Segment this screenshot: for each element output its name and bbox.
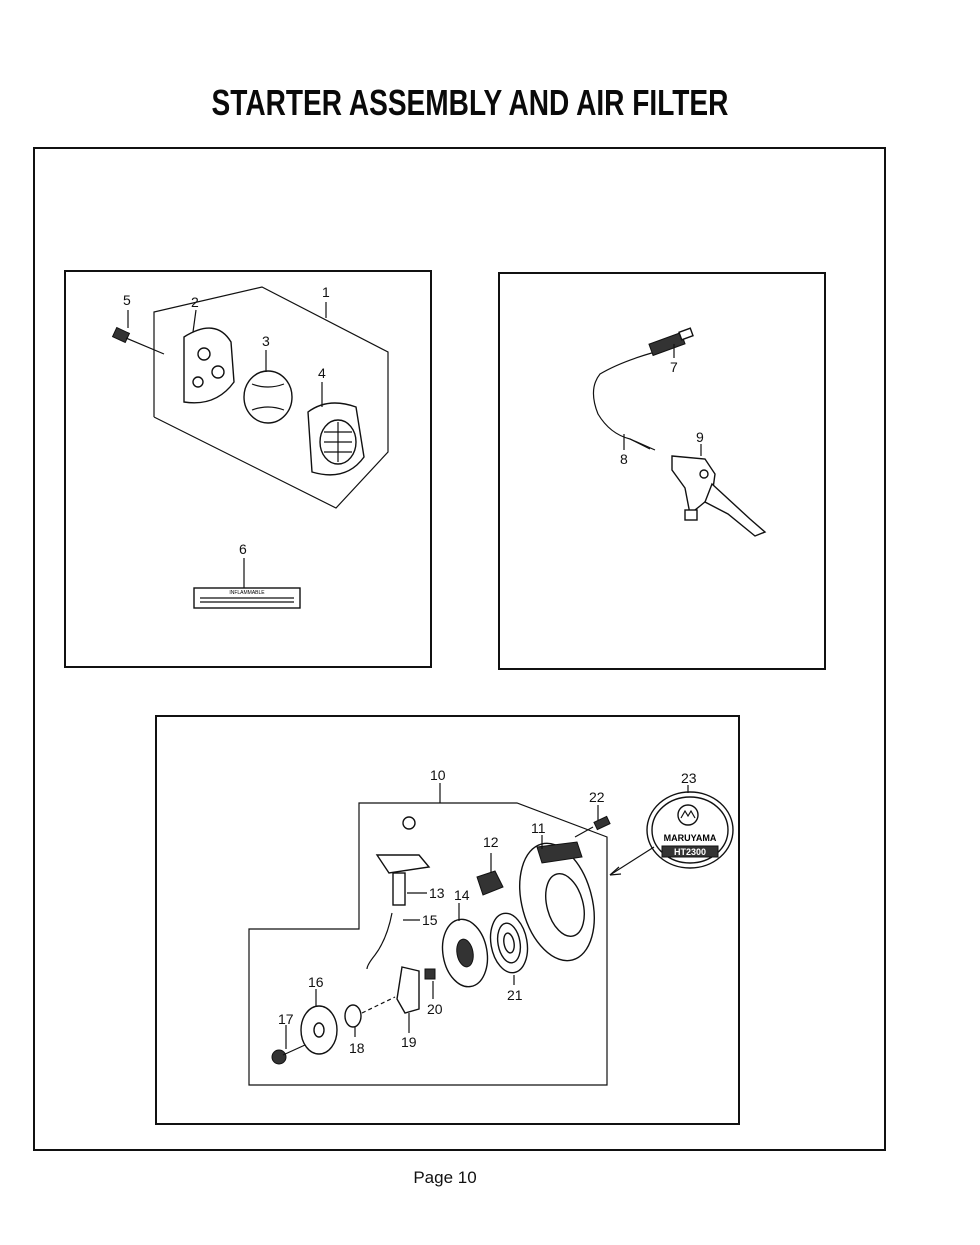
label-text: INFLAMMABLE bbox=[229, 590, 265, 596]
callout-1: 1 bbox=[322, 284, 330, 300]
air-filter-diagram: INFLAMMABLE 1 2 3 4 5 6 bbox=[111, 284, 389, 609]
diagram-frame bbox=[33, 147, 886, 1151]
throttle-cable-part bbox=[592, 351, 656, 451]
center-bolt-part bbox=[271, 1044, 306, 1065]
callout-17: 17 bbox=[278, 1011, 294, 1027]
page-number: Page 10 bbox=[413, 1168, 477, 1187]
callout-9: 9 bbox=[696, 429, 704, 445]
callout-16: 16 bbox=[308, 974, 324, 990]
page-title: STARTER ASSEMBLY AND AIR FILTER bbox=[211, 82, 729, 123]
filter-cover-back-part bbox=[183, 327, 235, 404]
air-filter-panel: INFLAMMABLE 1 2 3 4 5 6 bbox=[64, 270, 432, 668]
throttle-diagram: 7 8 9 bbox=[592, 327, 767, 537]
filter-cover-part bbox=[307, 402, 365, 476]
cable-connector-part bbox=[648, 327, 694, 357]
callout-6: 6 bbox=[239, 541, 247, 557]
recoil-spring-part bbox=[489, 912, 529, 974]
callout-20: 20 bbox=[427, 1001, 443, 1017]
callout-2: 2 bbox=[191, 294, 199, 310]
callout-19: 19 bbox=[401, 1034, 417, 1050]
starter-diagram: MARUYAMA HT2300 10 11 12 13 14 15 16 17 … bbox=[248, 767, 734, 1086]
callout-5: 5 bbox=[123, 292, 131, 308]
callout-8: 8 bbox=[620, 451, 628, 467]
callout-3: 3 bbox=[262, 333, 270, 349]
pawl-part bbox=[476, 870, 504, 896]
starter-panel: MARUYAMA HT2300 10 11 12 13 14 15 16 17 … bbox=[155, 715, 740, 1125]
starter-handle-part bbox=[375, 816, 431, 906]
starter-rope-part bbox=[366, 912, 393, 970]
bolt-part bbox=[111, 326, 165, 355]
callout-23: 23 bbox=[681, 770, 697, 786]
throttle-panel: 7 8 9 bbox=[498, 272, 826, 670]
callout-14: 14 bbox=[454, 887, 470, 903]
housing-screw-part bbox=[574, 815, 611, 838]
emblem-model: HT2300 bbox=[674, 847, 706, 857]
callout-22: 22 bbox=[589, 789, 605, 805]
callout-4: 4 bbox=[318, 365, 326, 381]
callout-10: 10 bbox=[430, 767, 446, 783]
washer-part bbox=[344, 1004, 362, 1028]
filter-element-part bbox=[243, 370, 293, 424]
callout-21: 21 bbox=[507, 987, 523, 1003]
starter-housing-part bbox=[519, 841, 595, 962]
throttle-lever-part bbox=[671, 455, 767, 537]
ratchet-spring-part bbox=[424, 968, 436, 980]
ratchet-part bbox=[396, 966, 420, 1014]
callout-12: 12 bbox=[483, 834, 499, 850]
callout-18: 18 bbox=[349, 1040, 365, 1056]
pulley-part bbox=[441, 918, 489, 988]
retainer-plate-part bbox=[300, 1005, 338, 1055]
callout-11: 11 bbox=[531, 820, 546, 836]
brand-emblem-part: MARUYAMA HT2300 bbox=[646, 791, 734, 869]
callout-7: 7 bbox=[670, 359, 678, 375]
warning-label-part: INFLAMMABLE bbox=[193, 587, 301, 609]
callout-13: 13 bbox=[429, 885, 445, 901]
callout-15: 15 bbox=[422, 912, 438, 928]
emblem-brand: MARUYAMA bbox=[664, 833, 717, 843]
